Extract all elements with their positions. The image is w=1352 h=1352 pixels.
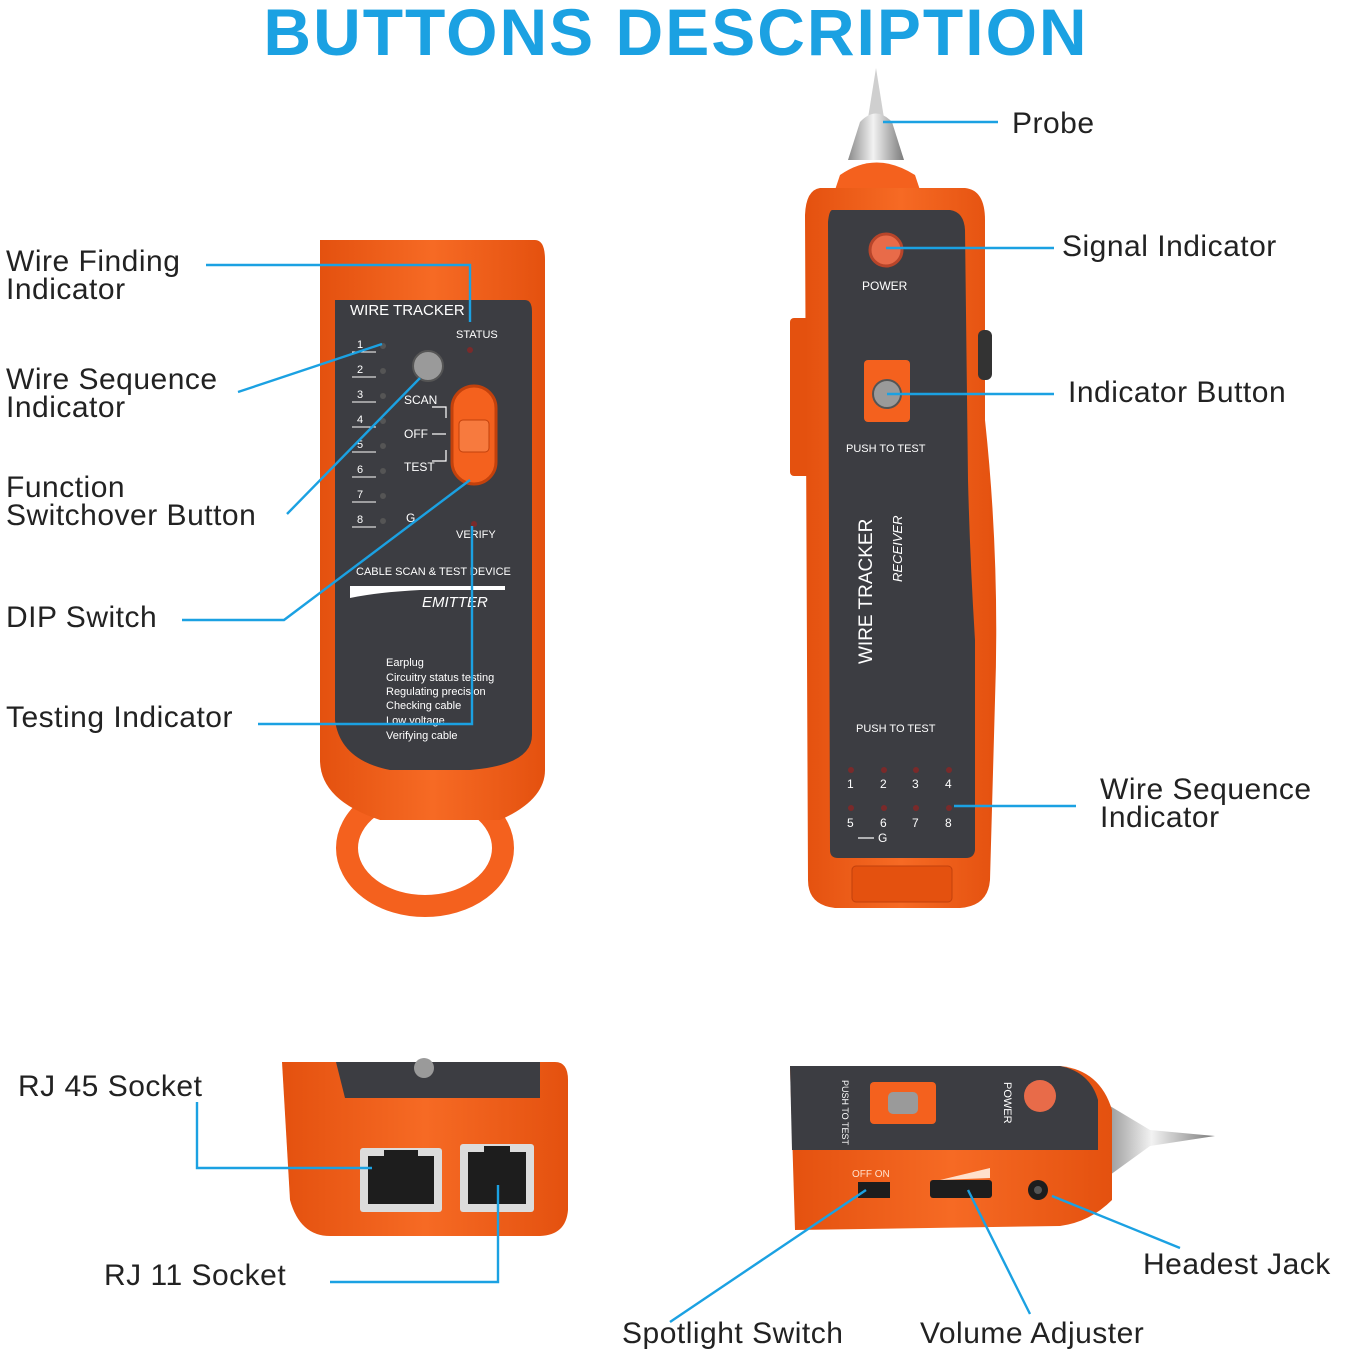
label-line: Indicator [6, 273, 126, 306]
receiver-num: 7 [912, 816, 919, 830]
receiver-led-grid: 1 2 3 4 5 6 7 8 G [847, 767, 952, 845]
label-probe: Probe [1012, 107, 1095, 140]
emitter-status-label: STATUS [456, 329, 498, 341]
label-line: Indicator [1100, 801, 1220, 834]
receiver-num: 1 [847, 777, 854, 791]
receiver-push-bottom: PUSH TO TEST [856, 723, 936, 735]
emitter-verify-label: VERIFY [456, 529, 496, 541]
label-line: Switchover Button [6, 499, 257, 532]
signal-indicator-led [868, 232, 904, 268]
receiver-num: 8 [945, 816, 952, 830]
label-function-switchover: Function Switchover Button [6, 471, 257, 532]
side-power-label: POWER [1001, 1082, 1013, 1124]
wire-finding-led [467, 347, 473, 353]
emitter-num: 6 [357, 464, 363, 476]
emitter-cable-line: CABLE SCAN & TEST DEVICE [356, 566, 511, 578]
receiver-num: 4 [945, 777, 952, 791]
probe [848, 113, 904, 160]
receiver-name: WIRE TRACKER [856, 519, 877, 664]
label-line: Wire Sequence [1100, 773, 1312, 806]
receiver-num: 5 [847, 816, 854, 830]
emitter-name: WIRE TRACKER [350, 302, 465, 319]
label-line: Wire Finding [6, 245, 181, 278]
label-dip-switch: DIP Switch [6, 601, 158, 634]
label-spotlight-switch: Spotlight Switch [622, 1317, 844, 1350]
feature-item: Circuitry status testing [386, 672, 494, 684]
receiver-power-label: POWER [862, 279, 908, 293]
leader-lines [182, 120, 1181, 1323]
emitter-g-label: G [406, 511, 415, 525]
label-testing-indicator: Testing Indicator [6, 701, 233, 734]
label-line: Indicator [6, 391, 126, 424]
label-wire-sequence-left: Wire Sequence Indicator [6, 363, 218, 424]
receiver-num: 2 [880, 777, 887, 791]
feature-item: Regulating precision [386, 686, 486, 698]
emitter-num: 1 [357, 339, 363, 351]
emitter-num: 4 [357, 414, 363, 426]
receiver-device: POWER PUSH TO TEST WIRE TRACKER RECEIVER… [790, 68, 997, 908]
receiver-g-label: G [878, 831, 887, 845]
emitter-num: 8 [357, 514, 363, 526]
spotlight-switch[interactable] [858, 1182, 890, 1198]
label-wire-finding: Wire Finding Indicator [6, 245, 181, 306]
label-line: Wire Sequence [6, 363, 218, 396]
feature-item: Checking cable [386, 700, 461, 712]
receiver-model: RECEIVER [890, 516, 905, 582]
receiver-num: 6 [880, 816, 887, 830]
label-indicator-button: Indicator Button [1068, 376, 1287, 409]
page-title: BUTTONS DESCRIPTION [263, 0, 1089, 69]
emitter-feature-list: Earplug Circuitry status testing Regulat… [386, 657, 494, 742]
side-push-label: PUSH TO TEST [840, 1080, 850, 1146]
volume-adjuster[interactable] [930, 1180, 992, 1198]
feature-item: Verifying cable [386, 730, 458, 742]
label-line: Function [6, 471, 126, 504]
receiver-side-view: PUSH TO TEST POWER OFF ON [790, 1066, 1215, 1230]
emitter-num: 7 [357, 489, 363, 501]
label-rj45: RJ 45 Socket [18, 1070, 203, 1103]
emitter-function-button[interactable] [412, 350, 444, 382]
feature-item: Earplug [386, 657, 424, 669]
receiver-push-top: PUSH TO TEST [846, 443, 926, 455]
label-rj11: RJ 11 Socket [104, 1259, 287, 1292]
emitter-off-label: OFF [404, 427, 428, 441]
dip-switch[interactable] [458, 419, 490, 453]
side-off-on-label: OFF ON [852, 1169, 890, 1180]
probe-tip [868, 68, 884, 118]
label-signal-indicator: Signal Indicator [1062, 230, 1277, 263]
receiver-volume-wheel[interactable] [978, 330, 992, 380]
emitter-num: 5 [357, 439, 363, 451]
testing-led [471, 521, 477, 527]
emitter-test-label: TEST [404, 460, 435, 474]
label-volume-adjuster: Volume Adjuster [920, 1317, 1145, 1350]
emitter-num: 3 [357, 389, 363, 401]
label-headset-jack: Headest Jack [1143, 1248, 1331, 1281]
receiver-num: 3 [912, 777, 919, 791]
emitter-scan-label: SCAN [404, 393, 437, 407]
socket-side-view [282, 1058, 568, 1236]
emitter-model: EMITTER [422, 594, 488, 611]
emitter-num: 2 [357, 364, 363, 376]
emitter-device: WIRE TRACKER STATUS 1 2 3 4 5 6 7 8 SCAN [320, 240, 545, 917]
label-wire-sequence-right: Wire Sequence Indicator [1100, 773, 1312, 834]
